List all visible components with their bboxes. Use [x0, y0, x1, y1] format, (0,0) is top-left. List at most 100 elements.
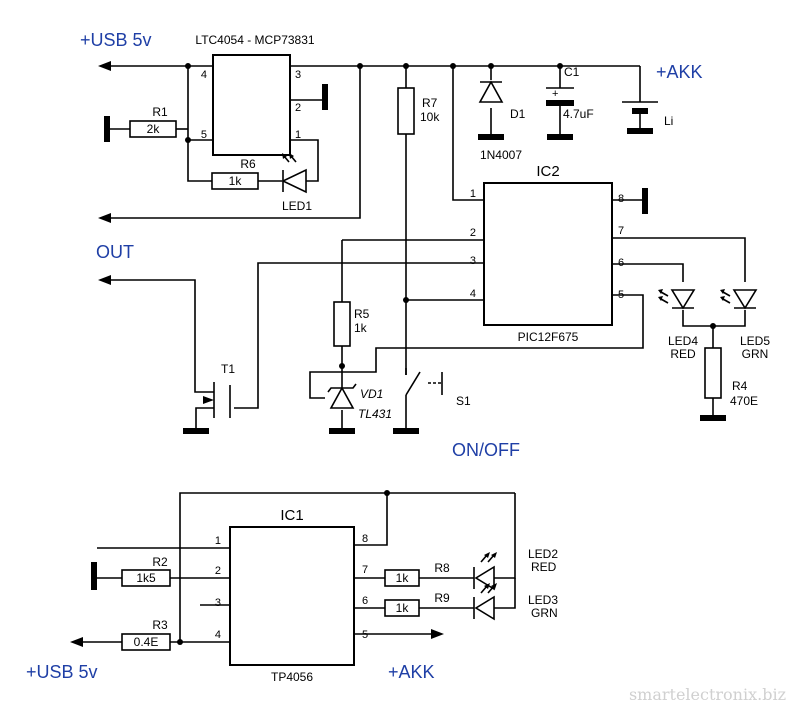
r1-name: R1	[152, 105, 168, 119]
pin-label: 5	[362, 629, 368, 641]
ground-icon	[627, 128, 653, 134]
ground-icon	[322, 84, 328, 110]
resistor-r3: 0.4E R3	[121, 618, 171, 651]
ground-symbols	[91, 84, 726, 590]
pin-label: 6	[362, 595, 368, 607]
ic1-part: TP4056	[271, 670, 313, 684]
capacitor-c1: + C1 4.7uF	[546, 65, 594, 121]
r5-value: 1k	[354, 321, 368, 335]
led2: LED2 RED	[473, 547, 558, 591]
pin-label: 2	[470, 227, 476, 239]
led3: LED3 GRN	[473, 583, 558, 621]
top-wiring	[108, 65, 746, 428]
led2-color: RED	[531, 560, 557, 574]
r4-value: 470E	[730, 394, 758, 408]
light-rays-icon	[282, 153, 297, 163]
r7-value: 10k	[420, 110, 440, 124]
pin-label: 5	[201, 129, 207, 141]
led3-name: LED3	[528, 593, 558, 607]
resistor-r2: 1k5 R2	[121, 555, 171, 587]
led5-name: LED5	[740, 334, 770, 348]
d1-part: 1N4007	[480, 148, 522, 162]
light-rays-icon	[480, 583, 497, 594]
r1-value: 2k	[147, 122, 161, 136]
pin-label: 7	[362, 564, 368, 576]
usb-bottom-arrow-icon	[70, 637, 83, 647]
akk-bottom-label: +AKK	[388, 662, 435, 682]
ground-icon	[91, 562, 97, 590]
r3-value: 0.4E	[134, 635, 159, 649]
battery-name: Li	[664, 114, 673, 128]
pin-label: 4	[215, 629, 221, 641]
battery-li: Li	[622, 101, 673, 128]
pin-label: 1	[215, 535, 221, 547]
r2-value: 1k5	[136, 571, 156, 585]
led3-color: GRN	[531, 606, 558, 620]
pin-label: 1	[470, 188, 476, 200]
usb-top-out2-arrow-icon	[98, 213, 111, 223]
light-rays-icon	[480, 552, 497, 563]
diode-d1: D1 1N4007	[478, 80, 526, 162]
r8-name: R8	[434, 561, 450, 575]
r6-value: 1k	[229, 174, 243, 188]
out-arrow-icon	[98, 275, 111, 285]
r4-name: R4	[732, 379, 748, 393]
ground-icon	[104, 116, 110, 142]
pin-label: 3	[215, 597, 221, 609]
ground-icon	[642, 188, 648, 214]
r7-name: R7	[422, 96, 438, 110]
pin-label: 8	[618, 193, 624, 205]
junction-dots	[177, 63, 716, 645]
resistor-r7: R7 10k	[397, 87, 440, 135]
ground-icon	[329, 428, 355, 434]
r9-name: R9	[434, 591, 450, 605]
resistor-r8: 1k R8	[384, 561, 450, 587]
resistor-r9: 1k R9	[384, 591, 450, 617]
d1-name: D1	[510, 107, 526, 121]
pin-label: 7	[618, 225, 624, 237]
resistor-r4: R4 470E	[704, 347, 758, 408]
ic1-chip: IC1 TP4056 1 2 3 4 8 7 6 5	[215, 507, 368, 684]
onoff-label: ON/OFF	[452, 440, 520, 460]
led4: LED4 RED	[658, 289, 698, 361]
led1: LED1	[281, 153, 312, 213]
pin-label: 2	[295, 102, 301, 114]
charger-chip-top: LTC4054 - MCP73831 4 3 2 5 1	[195, 33, 315, 156]
pin-label: 3	[470, 255, 476, 267]
ic2-title: IC2	[536, 163, 559, 180]
usb-top-arrow-icon	[98, 61, 111, 71]
ic1-title: IC1	[280, 507, 303, 524]
akk-bottom-arrow-icon	[431, 629, 444, 639]
pin-label: 1	[295, 129, 301, 141]
r6-name: R6	[240, 157, 256, 171]
light-rays-icon	[720, 289, 731, 304]
charger-part-label: LTC4054 - MCP73831	[195, 33, 315, 47]
plus-sign: +	[552, 88, 558, 100]
out-label: OUT	[96, 242, 134, 262]
transistor-t1: T1	[203, 362, 235, 418]
led5: LED5 GRN	[720, 289, 770, 361]
pin-label: 2	[215, 565, 221, 577]
led4-name: LED4	[668, 334, 698, 348]
s1-name: S1	[456, 394, 471, 408]
resistor-r1: 2k R1	[129, 105, 177, 138]
usb-bottom-label: +USB 5v	[26, 662, 98, 682]
vd1-tl431: VD1 TL431	[327, 366, 392, 421]
r8-value: 1k	[396, 571, 410, 585]
ic2-chip: IC2 PIC12F675 1 2 3 4 8 7 6 5	[470, 163, 624, 344]
light-rays-icon	[658, 289, 669, 304]
pin-label: 3	[295, 69, 301, 81]
vd1-part: TL431	[358, 407, 392, 421]
ground-icon	[183, 428, 209, 434]
resistor-r6: 1k R6	[211, 157, 259, 190]
watermark: smartelectronix.biz	[629, 685, 786, 704]
pin-label: 4	[201, 69, 207, 81]
ground-icon	[700, 415, 726, 421]
vd1-name: VD1	[360, 387, 383, 401]
pin-label: 6	[618, 257, 624, 269]
r5-name: R5	[354, 307, 370, 321]
r2-name: R2	[152, 555, 168, 569]
switch-s1: S1	[405, 368, 471, 408]
c1-value: 4.7uF	[563, 107, 594, 121]
